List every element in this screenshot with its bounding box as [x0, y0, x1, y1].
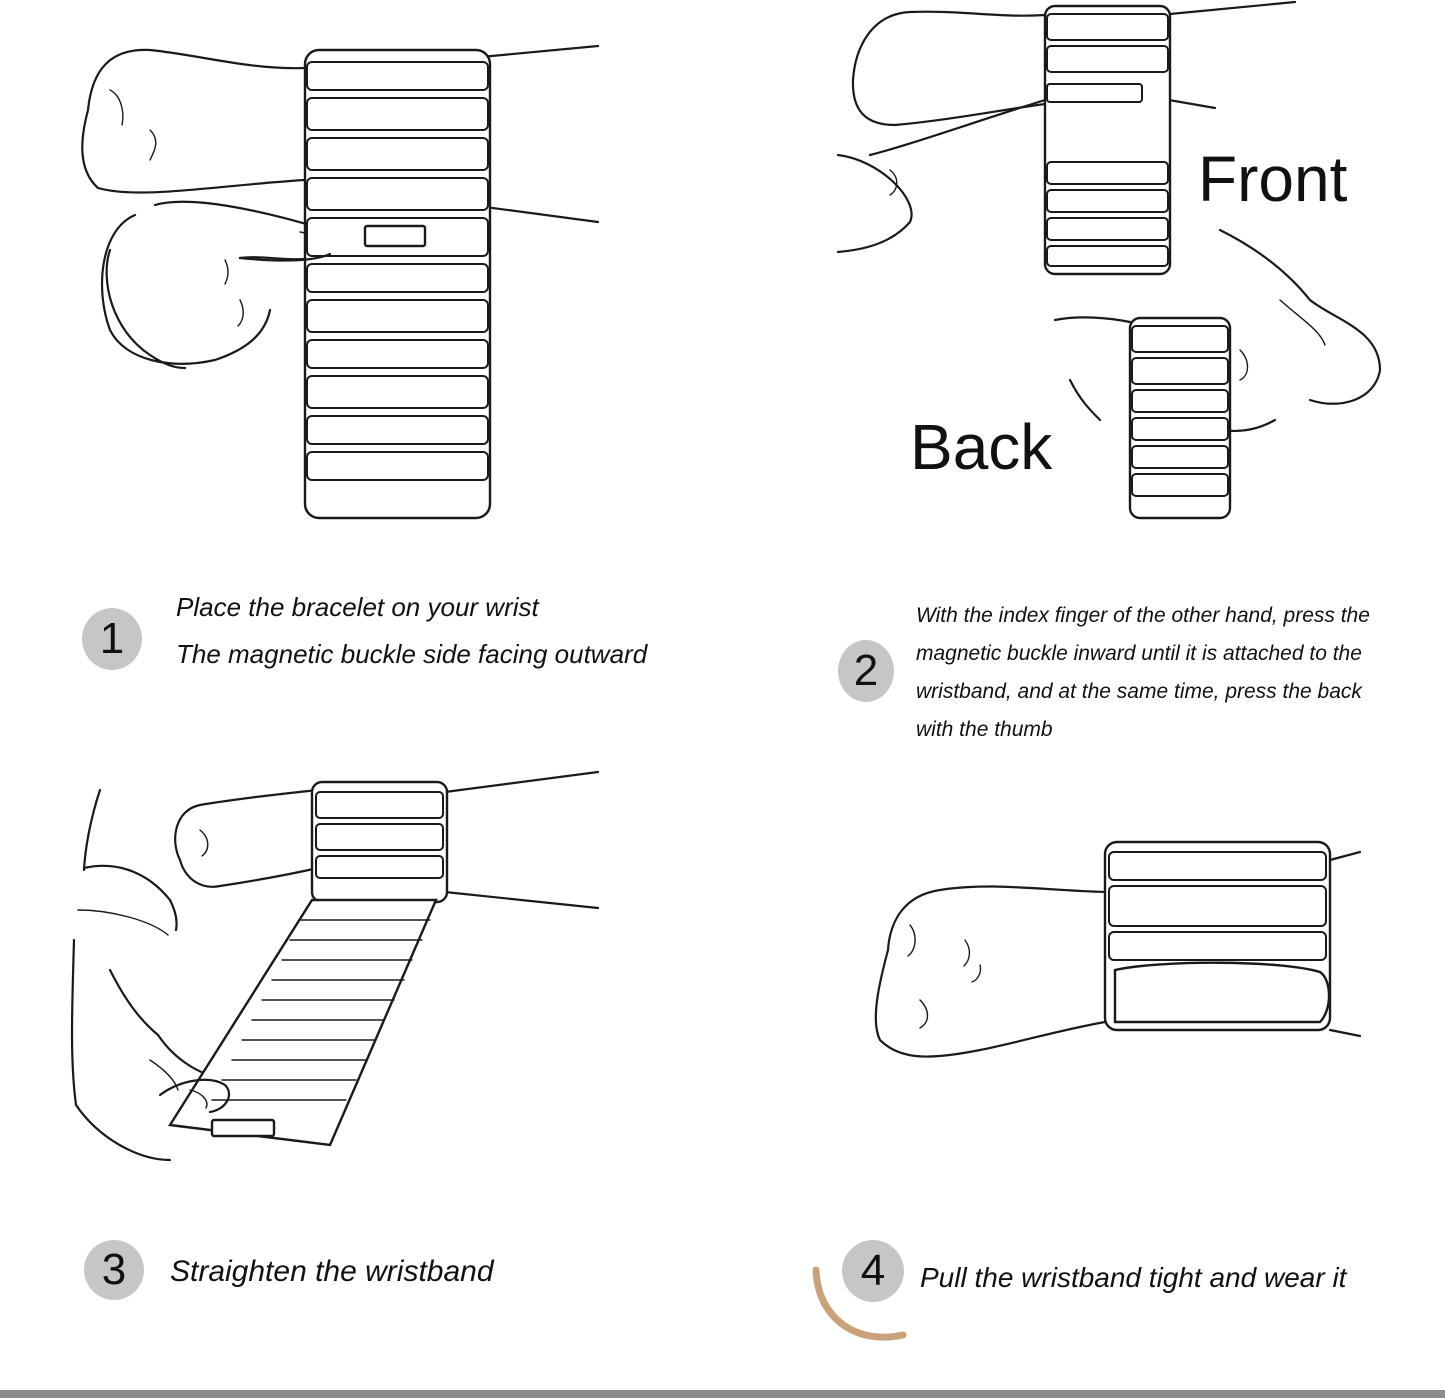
step-1-number-badge: 1 [82, 608, 142, 670]
bottom-rule [0, 1390, 1445, 1398]
step-2-line-2: magnetic buckle inward until it is attac… [916, 642, 1362, 665]
step-2-number-badge: 2 [838, 640, 894, 702]
step-1-illustration [0, 0, 720, 560]
magnetic-buckle [363, 224, 427, 248]
step-3-number-badge: 3 [84, 1240, 144, 1300]
step-1-line-1: Place the bracelet on your wrist [176, 592, 539, 622]
step-4-number-badge: 4 [842, 1240, 904, 1302]
step-2-illustration [720, 0, 1445, 560]
band-links [306, 61, 489, 481]
strap-buckle [210, 1118, 276, 1138]
step-4-line-1: Pull the wristband tight and wear it [920, 1262, 1347, 1293]
overlap-flap [1113, 961, 1331, 1024]
step-2-line-3: wristband, and at the same time, press t… [916, 680, 1362, 703]
step-2-line-4: with the thumb [916, 718, 1053, 741]
decorative-arc [812, 1266, 907, 1341]
step-3-line-1: Straighten the wristband [170, 1255, 494, 1288]
back-label: Back [910, 411, 1053, 483]
hand-with-bracelet-drawing [81, 44, 600, 520]
strap-links [211, 919, 431, 1101]
band-worn-drawing [874, 840, 1362, 1058]
step-2-line-1: With the index finger of the other hand,… [916, 604, 1370, 627]
step-3-illustration [0, 760, 720, 1200]
step-2-number: 2 [853, 646, 879, 695]
step-4-illustration [720, 760, 1445, 1200]
step-4-number: 4 [860, 1246, 886, 1295]
front-back-drawing [836, 0, 1382, 520]
front-label: Front [1198, 143, 1348, 215]
step-3-number: 3 [101, 1245, 127, 1294]
straighten-band-drawing [70, 770, 600, 1162]
step-1-line-2: The magnetic buckle side facing outward [176, 639, 648, 669]
step-1-number: 1 [99, 614, 125, 663]
